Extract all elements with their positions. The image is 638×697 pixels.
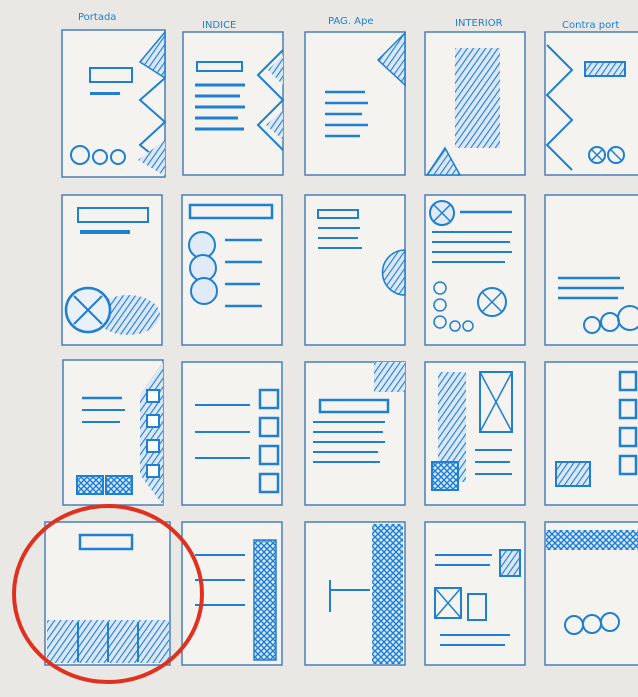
- thumbnail-row2-col2: [182, 195, 282, 345]
- thumbnail-row3-col1: [63, 360, 163, 505]
- thumbnail-row2-col4: [425, 195, 525, 345]
- thumbnail-row1-col5: [545, 32, 638, 175]
- thumbnail-row2-col1: [62, 195, 162, 345]
- column-label-portada: Portada: [78, 12, 116, 23]
- thumbnail-row1-col4: [425, 32, 525, 175]
- thumbnail-row1-col1: [62, 30, 165, 177]
- thumbnail-row1-col2: [183, 32, 283, 175]
- thumbnail-row3-col3: [305, 362, 405, 505]
- column-label-interior: INTERIOR: [455, 18, 503, 29]
- thumbnail-row4-col1: [45, 522, 170, 665]
- column-label-pag-ape: PAG. Ape: [328, 16, 374, 27]
- column-label-contra-port: Contra port: [562, 20, 619, 31]
- thumbnail-row3-col2: [182, 362, 282, 505]
- thumbnail-row4-col4: [425, 522, 525, 665]
- thumbnail-row4-col2: [182, 522, 282, 665]
- column-label-indice: INDICE: [202, 20, 236, 31]
- thumbnail-row1-col3: [305, 32, 405, 175]
- thumbnail-row4-col3: [305, 522, 405, 665]
- thumbnail-row3-col5: [545, 362, 638, 505]
- thumbnail-row3-col4: [425, 362, 525, 505]
- thumbnail-row2-col3: [305, 195, 405, 345]
- thumbnail-row4-col5: [545, 522, 638, 665]
- thumbnail-row2-col5: [545, 195, 638, 345]
